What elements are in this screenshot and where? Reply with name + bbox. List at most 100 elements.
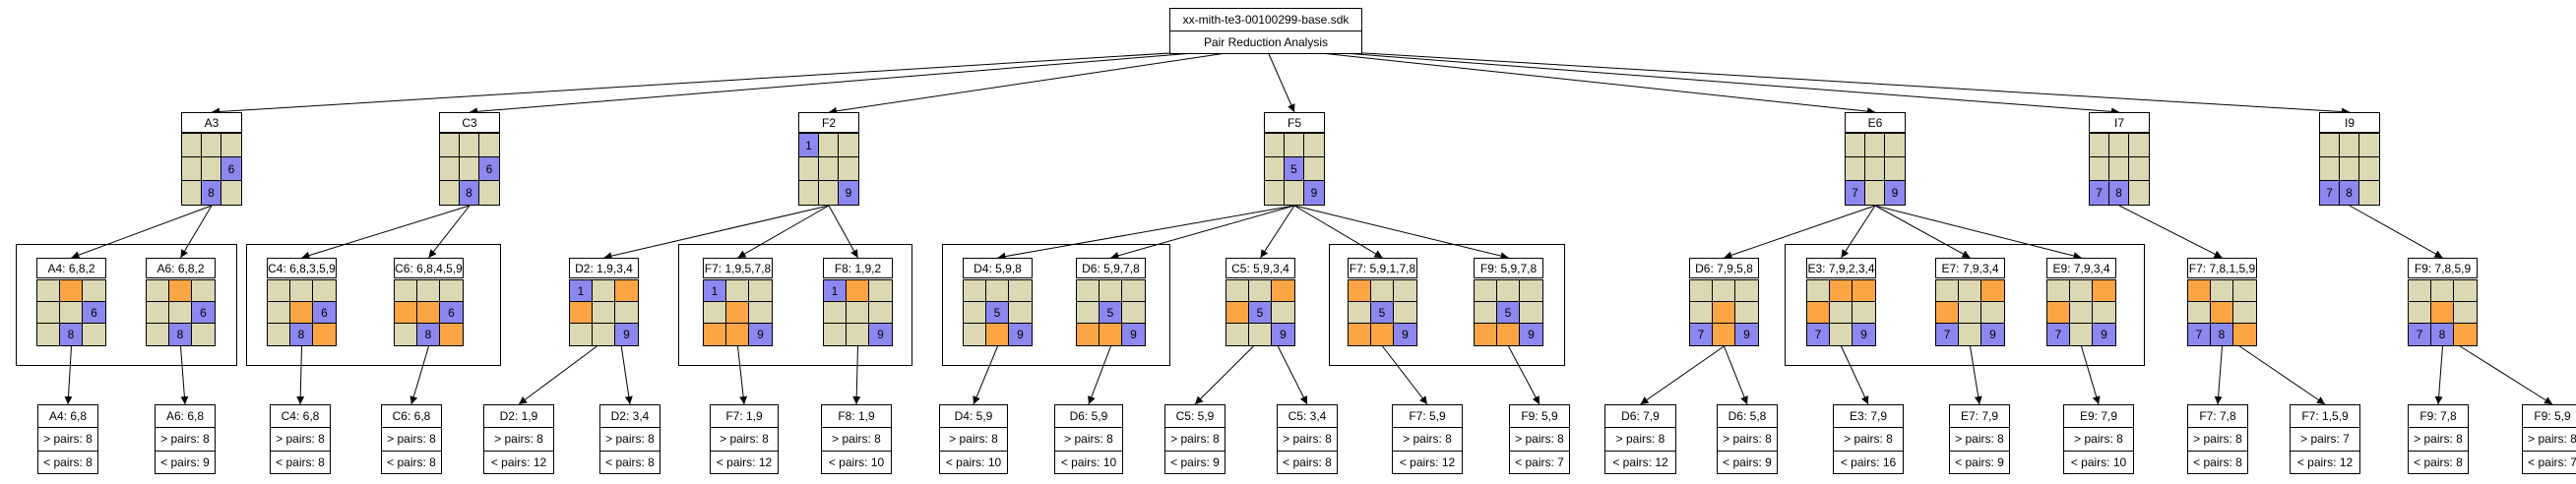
pair-count-node[interactable]: C6: 6,8> pairs: 8< pairs: 8 xyxy=(381,404,442,474)
elimination-node-e9[interactable]: E9: 7,9,3,4 xyxy=(2046,258,2116,278)
edge-leaf-20 xyxy=(2238,345,2326,405)
elimination-node-c5[interactable]: C5: 5,9,3,4 xyxy=(1225,258,1295,278)
elimination-node-f7[interactable]: F7: 1,9,5,7,8 xyxy=(703,258,773,278)
edge-leaf-12 xyxy=(1382,345,1428,405)
grid-cell-candidate: 5 xyxy=(986,302,1009,324)
pair-count-node[interactable]: C5: 3,4> pairs: 8< pairs: 8 xyxy=(1277,404,1338,474)
edge-leaf-17 xyxy=(1970,345,1982,405)
elimination-node-e3[interactable]: E3: 7,9,2,3,4 xyxy=(1806,258,1876,278)
pair-count-node[interactable]: F7: 1,9> pairs: 8< pairs: 12 xyxy=(710,404,779,474)
pair-count-node[interactable]: C4: 6,8> pairs: 8< pairs: 8 xyxy=(270,404,331,474)
pair-count-node[interactable]: E9: 7,9> pairs: 8< pairs: 10 xyxy=(2063,404,2134,474)
elimination-node-c4[interactable]: C4: 6,8,3,5,9 xyxy=(267,258,337,278)
pair-count-node[interactable]: D6: 5,8> pairs: 8< pairs: 9 xyxy=(1717,404,1778,474)
edge-f5-f9 xyxy=(1293,205,1509,260)
pair-count-node[interactable]: F9: 5,9> pairs: 8< pairs: 7 xyxy=(2522,404,2576,474)
grid-cell xyxy=(869,280,892,302)
elimination-node-c6[interactable]: C6: 6,8,4,5,9 xyxy=(394,258,464,278)
elimination-node-f7c[interactable]: F7: 7,8,1,5,9 xyxy=(2187,258,2257,278)
pair-count-node[interactable]: D6: 7,9> pairs: 8< pairs: 12 xyxy=(1604,404,1676,474)
cell-node-e6[interactable]: E6 xyxy=(1845,112,1906,133)
pair-count-node[interactable]: F8: 1,9> pairs: 8< pairs: 10 xyxy=(821,404,892,474)
pair-count-node[interactable]: F9: 7,8> pairs: 8< pairs: 8 xyxy=(2408,404,2469,474)
elimination-node-e7[interactable]: E7: 7,9,3,4 xyxy=(1935,258,2005,278)
pair-count-node[interactable]: C5: 5,9> pairs: 8< pairs: 9 xyxy=(1164,404,1225,474)
pair-count-node[interactable]: A4: 6,8> pairs: 8< pairs: 8 xyxy=(37,404,98,474)
elimination-node-f9b[interactable]: F9: 7,8,5,9 xyxy=(2408,258,2478,278)
grid-cell xyxy=(847,280,869,302)
elimination-node-d6b[interactable]: D6: 7,9,5,8 xyxy=(1689,258,1759,278)
pair-count-node[interactable]: F7: 1,5,9> pairs: 7< pairs: 12 xyxy=(2290,404,2360,474)
grid-cell-candidate: 5 xyxy=(1285,157,1304,181)
pair-count-node[interactable]: D6: 5,9> pairs: 8< pairs: 10 xyxy=(1054,404,1123,474)
pair-count-node[interactable]: E7: 7,9> pairs: 8< pairs: 9 xyxy=(1949,404,2010,474)
cell-node-i9[interactable]: I9 xyxy=(2319,112,2380,133)
root-node[interactable]: xx-mith-te3-00100299-base.sdk Pair Reduc… xyxy=(1169,8,1362,54)
pair-count-node[interactable]: D4: 5,9> pairs: 8< pairs: 10 xyxy=(939,404,1008,474)
elimination-node-f9[interactable]: F9: 5,9,7,8 xyxy=(1474,258,1543,278)
elimination-node-f8[interactable]: F8: 1,9,2 xyxy=(823,258,893,278)
grid-cell-candidate: 7 xyxy=(2188,324,2211,345)
elimination-node-f7b[interactable]: F7: 5,9,1,7,8 xyxy=(1348,258,1417,278)
pair-count-label: D2: 3,4 xyxy=(610,409,650,424)
pair-count-node[interactable]: D2: 1,9> pairs: 8< pairs: 12 xyxy=(483,404,554,474)
edge-root-e6 xyxy=(1265,46,1876,116)
cell-node-i7[interactable]: I7 xyxy=(2089,112,2150,133)
elimination-node-a6[interactable]: A6: 6,8,2 xyxy=(146,258,216,278)
pair-count-label: F9: 7,8 xyxy=(2419,409,2457,424)
elimination-node-d2[interactable]: D2: 1,9,3,4 xyxy=(569,258,639,278)
grid-cell-candidate: 9 xyxy=(1735,324,1758,345)
grid-cell xyxy=(440,181,460,205)
cell-node-a3[interactable]: A3 xyxy=(181,112,242,133)
elimination-node-a4[interactable]: A4: 6,8,2 xyxy=(36,258,106,278)
cell-node-c3[interactable]: C3 xyxy=(439,112,500,133)
pair-count-node[interactable]: F7: 5,9> pairs: 8< pairs: 12 xyxy=(1392,404,1463,474)
elimination-node-d6[interactable]: D6: 5,9,7,8 xyxy=(1076,258,1146,278)
grid-cell xyxy=(268,324,290,345)
lesser-pairs-count: < pairs: 12 xyxy=(484,450,553,473)
cell-node-f5[interactable]: F5 xyxy=(1264,112,1325,133)
pair-count-node[interactable]: D2: 3,4> pairs: 8< pairs: 8 xyxy=(599,404,660,474)
cell-node-f2[interactable]: F2 xyxy=(798,112,859,133)
lesser-pairs-count: < pairs: 9 xyxy=(1165,450,1225,473)
cell-node-label: I7 xyxy=(2113,115,2124,130)
pair-count-node[interactable]: A6: 6,8> pairs: 8< pairs: 9 xyxy=(155,404,216,474)
elimination-node-d4[interactable]: D4: 5,9,8 xyxy=(963,258,1033,278)
grid-cell xyxy=(1690,302,1713,324)
pair-count-node[interactable]: F9: 5,9> pairs: 8< pairs: 7 xyxy=(1509,404,1570,474)
pair-count-node[interactable]: E3: 7,9> pairs: 8< pairs: 16 xyxy=(1833,404,1904,474)
grid-cell xyxy=(2454,324,2477,345)
cluster-c xyxy=(246,244,501,366)
pair-count-node[interactable]: F7: 7,8> pairs: 8< pairs: 8 xyxy=(2187,404,2248,474)
pair-count-label: D4: 5,9 xyxy=(954,409,993,424)
edge-f2-f7 xyxy=(737,205,830,259)
grid-cell-candidate: 1 xyxy=(570,280,593,302)
root-title: xx-mith-te3-00100299-base.sdk xyxy=(1182,13,1350,27)
